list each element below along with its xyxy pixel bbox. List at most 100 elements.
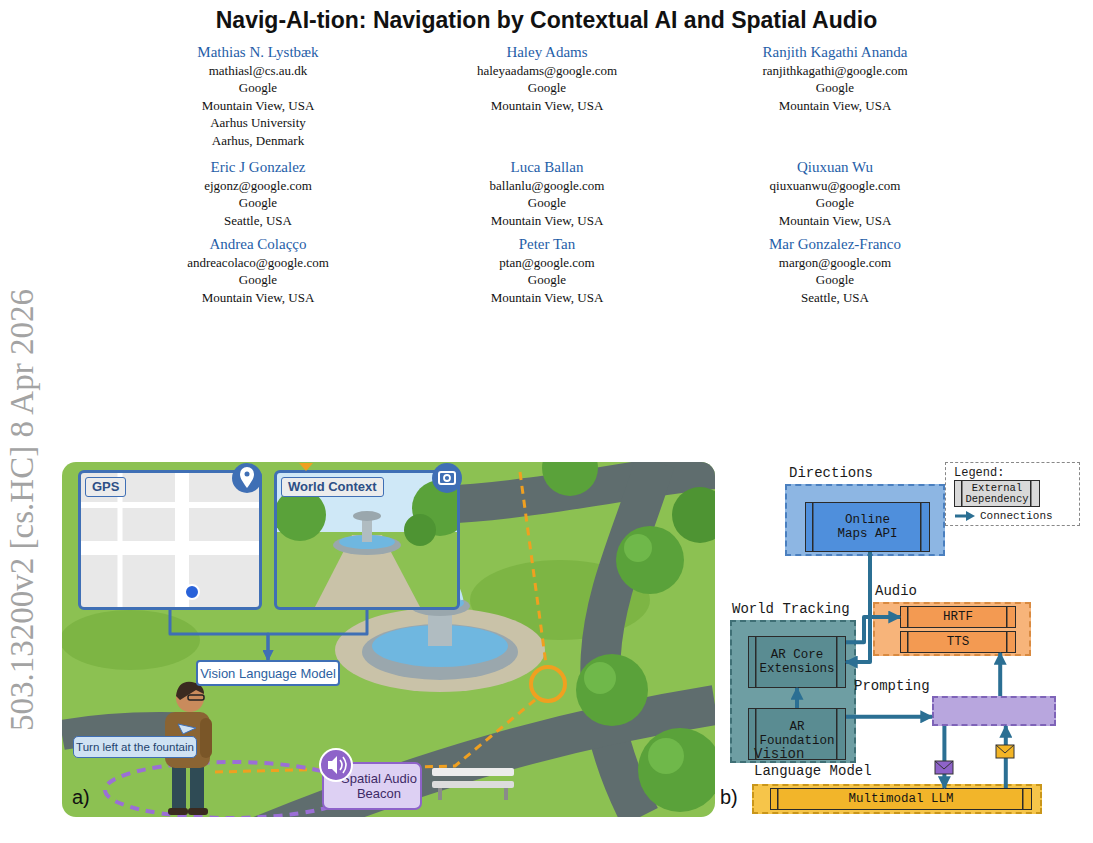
map-street (81, 541, 259, 555)
connector-arrow (170, 610, 268, 660)
tree (616, 526, 684, 594)
author-name: Mar Gonzalez-Franco (685, 235, 985, 253)
dependency-box: HRTF (900, 606, 1016, 628)
author-email: qiuxuanwu@google.com (685, 177, 985, 194)
dependency-box: AR Core Extensions (748, 636, 846, 688)
author-email: margon@google.com (685, 254, 985, 271)
group-heading: Audio (875, 583, 975, 600)
road (440, 470, 715, 505)
connector-arrow (268, 610, 367, 660)
connector-line (846, 617, 900, 642)
author-affiliation: Mountain View, USA (108, 289, 408, 306)
dependency-box: Online Maps API (805, 502, 930, 552)
grass-patch (470, 560, 650, 640)
road (250, 705, 715, 817)
legend-label: External Dependency (964, 483, 1030, 505)
camera-icon (432, 463, 462, 493)
author-affiliation: Google (685, 271, 985, 288)
tree-highlight (624, 534, 652, 562)
speech-bubble: Turn left at the fountain (73, 736, 197, 758)
camera-fountain (333, 535, 401, 555)
camera-body (439, 472, 455, 484)
module-group: DirectionsOnline Maps API (785, 484, 945, 556)
tree (672, 487, 715, 543)
fountain-top (428, 579, 452, 587)
park-scene (62, 462, 715, 817)
map-street (175, 473, 189, 607)
envelope-flap (996, 745, 1014, 753)
location-dot (185, 585, 199, 599)
connector-arrow (797, 688, 798, 708)
map-ground (81, 473, 259, 607)
connector-arrow (944, 726, 945, 788)
arrow-head (966, 511, 975, 521)
author-email: ranjithkagathi@google.com (685, 62, 985, 79)
node-label: AR Core Extensions (759, 648, 835, 676)
legend-arrow (954, 510, 976, 522)
arxiv-stamp: 503.13200v2 [cs.HC] 8 Apr 2026 (4, 210, 40, 810)
author-email: mathiasl@cs.au.dk (108, 62, 408, 79)
panel-label: World Context (281, 477, 384, 497)
author-affiliation: Mountain View, USA (108, 97, 408, 114)
author-email: ejgonz@google.com (108, 177, 408, 194)
envelope-body (935, 761, 953, 774)
icon-circle (432, 463, 462, 493)
map-panel: GPS (78, 470, 262, 610)
author-affiliation: Aarhus University (108, 114, 408, 131)
prompting-box: Prompting (932, 696, 1056, 726)
legend-sample-box: External Dependency (954, 480, 1040, 507)
group-heading: Prompting (854, 678, 944, 695)
camera-fountain-water (339, 535, 395, 549)
envelope-body (996, 745, 1014, 758)
author-affiliation: Mountain View, USA (397, 289, 697, 306)
group-heading: World Tracking (732, 601, 892, 618)
legend-label: Connections (980, 510, 1053, 523)
map-street (81, 502, 259, 508)
connector-group (170, 552, 1006, 788)
camera-tree (412, 480, 457, 536)
connector-line (846, 552, 870, 662)
node-label: AR Foundation (759, 720, 835, 748)
paper-title: Navig-AI-tion: Navigation by Contextual … (0, 6, 1093, 34)
bench-leg (438, 788, 442, 800)
author-affiliation: Google (108, 79, 408, 96)
dependency-box: Multimodal LLM (770, 788, 1032, 810)
person-leg (172, 762, 186, 812)
tree-highlight (648, 738, 684, 774)
camera-fountain-column (362, 515, 372, 542)
plaza (335, 608, 545, 692)
person-glasses (188, 695, 204, 700)
author-email: ballanlu@google.com (397, 177, 697, 194)
person-head (176, 684, 204, 712)
author-email: haleyaadams@google.com (397, 62, 697, 79)
panel-tag: a) (72, 786, 112, 808)
panel-tag: b) (720, 786, 760, 808)
connector-arrow (1005, 726, 1006, 788)
camera-grass (277, 532, 457, 607)
bench-back (432, 768, 514, 776)
bench-leg (504, 788, 508, 800)
connector-line (846, 715, 932, 719)
author-affiliation: Google (108, 194, 408, 211)
fountain-basin (362, 624, 518, 680)
author-affiliation: Google (397, 194, 697, 211)
response-envelope (996, 745, 1014, 758)
envelope-flap (935, 761, 953, 769)
route-dashes (520, 472, 546, 664)
fountain-water (372, 625, 508, 667)
connector-line (1004, 726, 1008, 788)
camera-view (277, 473, 457, 607)
view-marker (299, 463, 313, 471)
audio-beacon-box: Spatial Audio Beacon (322, 762, 422, 810)
camera-panel: World Context (274, 470, 460, 610)
tree (638, 728, 715, 812)
connector-arrow (846, 552, 870, 662)
pin-shape (240, 467, 254, 488)
person-arm (200, 718, 212, 758)
author-affiliation: Mountain View, USA (685, 97, 985, 114)
connector-arrow (1000, 653, 1001, 696)
